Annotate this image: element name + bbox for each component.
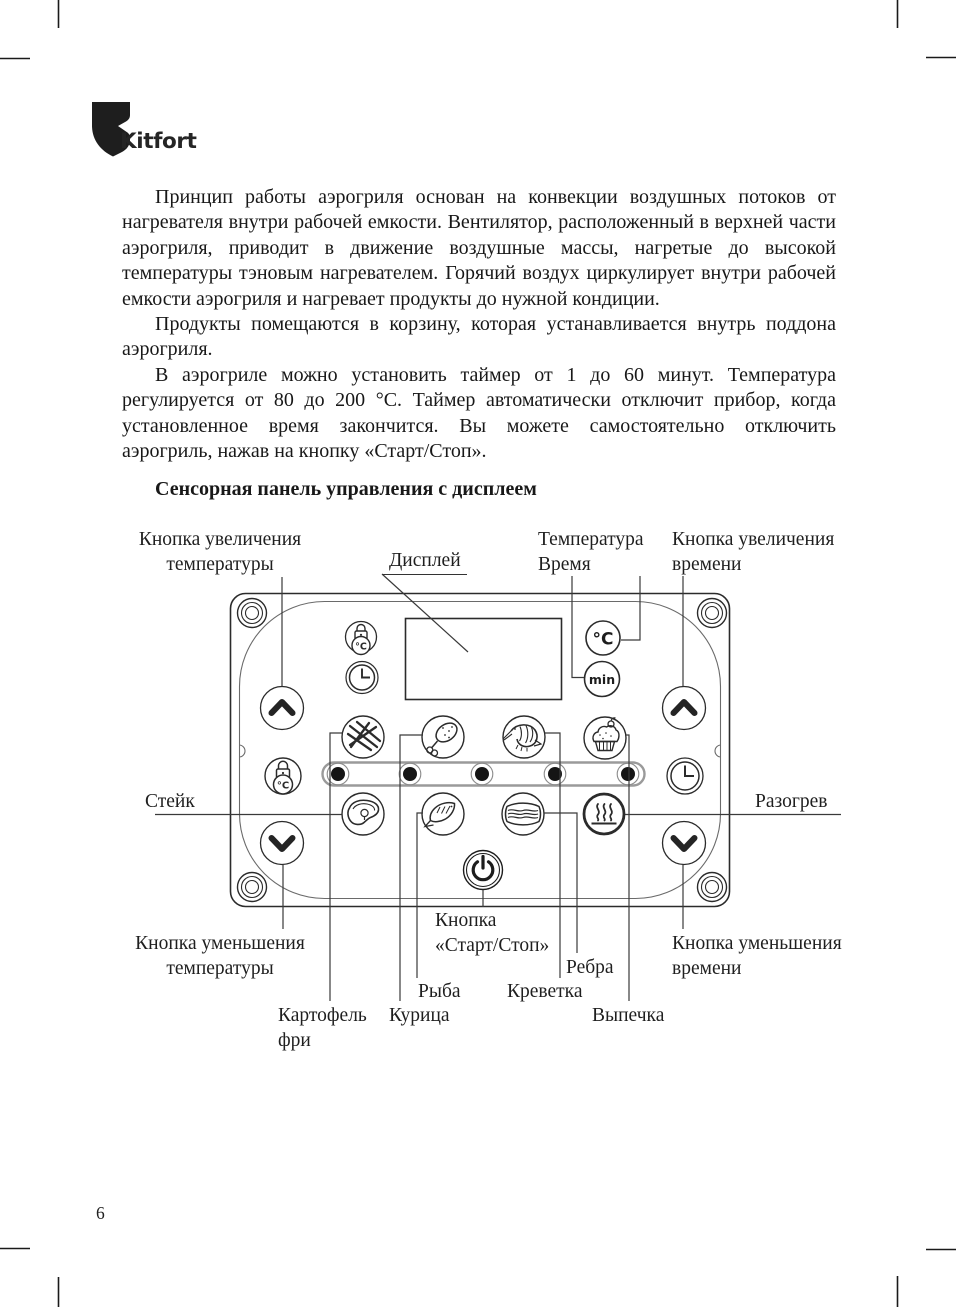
paragraph-timer: В аэрогриле можно установить таймер от 1… <box>122 363 836 463</box>
leader-chicken <box>399 734 423 1001</box>
shrimp-button <box>502 715 546 759</box>
label-reheat: Разогрев <box>755 791 828 812</box>
cupcake-icon <box>592 717 620 752</box>
chevron-down-icon <box>670 835 698 852</box>
steak-icon <box>347 799 380 826</box>
minutes-icon: min <box>583 660 621 698</box>
label-chicken: Курица <box>389 1005 450 1026</box>
brand-logo: Kitfort <box>120 129 197 154</box>
label-fish: Рыба <box>418 981 461 1002</box>
screw-icon <box>236 597 268 629</box>
label-temperature: Температура <box>538 529 644 550</box>
label-bake: Выпечка <box>592 1005 665 1026</box>
label-time-decrease: Кнопка уменьшения времени <box>672 933 842 979</box>
led-dot <box>326 762 640 786</box>
manual-body-text: Принцип работы аэрогриля основан на конв… <box>122 185 836 503</box>
time-up-button <box>661 685 707 731</box>
led-indicator-bar <box>321 761 646 787</box>
label-fries: Картофель фри <box>278 1005 367 1051</box>
start-stop-button <box>462 849 504 891</box>
label-steak: Стейк <box>145 791 195 812</box>
leader-time <box>571 576 584 679</box>
panel-notch-left <box>238 744 246 758</box>
fries-button <box>341 715 385 759</box>
chevron-up-icon <box>268 699 296 716</box>
chicken-icon <box>426 722 458 757</box>
label-time: Время <box>538 554 591 575</box>
svg-text:min: min <box>589 672 615 687</box>
svg-text:°C: °C <box>355 641 367 652</box>
leader-temperature <box>621 576 641 641</box>
ribs-icon <box>504 802 542 826</box>
fish-button <box>421 792 465 836</box>
screw-icon <box>696 871 728 903</box>
label-temp-decrease: Кнопка уменьшения температуры <box>135 933 305 979</box>
label-time-increase: Кнопка увеличения времени <box>672 529 835 575</box>
leader-fries <box>329 732 342 1001</box>
screw-icon <box>236 871 268 903</box>
cupcake-button <box>583 716 627 760</box>
paragraph-principle: Принцип работы аэрогриля основан на конв… <box>122 186 836 310</box>
reheat-button <box>582 792 626 836</box>
chicken-button <box>421 715 465 759</box>
fries-icon <box>346 720 382 752</box>
label-start-stop: Кнопка «Старт/Стоп» <box>435 910 550 956</box>
chevron-up-icon <box>670 699 698 716</box>
screw-icon <box>696 597 728 629</box>
panel-screws <box>236 597 728 903</box>
label-temperature-time: Температура Время <box>538 527 644 577</box>
temp-indicator-icon: °C <box>344 620 378 656</box>
steam-icon <box>591 803 617 825</box>
paragraph-basket: Продукты помещаются в корзину, которая у… <box>122 313 836 361</box>
leader-bake <box>626 734 630 1001</box>
svg-text:°C: °C <box>277 781 289 792</box>
temp-up-button <box>259 685 305 731</box>
ribs-button <box>501 792 545 836</box>
label-display: Дисплей <box>382 548 467 575</box>
temp-down-button <box>259 820 305 866</box>
celsius-icon: °C <box>585 620 621 656</box>
page-number: 6 <box>96 1203 105 1223</box>
label-temp-increase: Кнопка увеличения температуры <box>138 529 302 575</box>
power-icon <box>471 854 495 882</box>
svg-text:°C: °C <box>593 630 614 650</box>
label-ribs: Ребра <box>566 957 614 978</box>
temp-lock-icon: °C <box>264 757 302 795</box>
leader-display <box>381 573 469 653</box>
label-shrimp: Креветка <box>507 981 583 1002</box>
clock-icon <box>345 660 379 695</box>
time-down-button <box>661 820 707 866</box>
shrimp-icon <box>502 724 543 752</box>
chevron-down-icon <box>268 835 296 852</box>
steak-button <box>341 792 385 836</box>
leader-fish <box>416 812 423 978</box>
timer-clock-icon <box>666 757 704 795</box>
panel-notch-right <box>714 744 722 758</box>
display-screen <box>404 617 563 701</box>
section-heading: Сенсорная панель управления с дисплеем <box>155 478 537 501</box>
fish-icon <box>423 801 456 828</box>
panel-outline <box>229 592 731 908</box>
